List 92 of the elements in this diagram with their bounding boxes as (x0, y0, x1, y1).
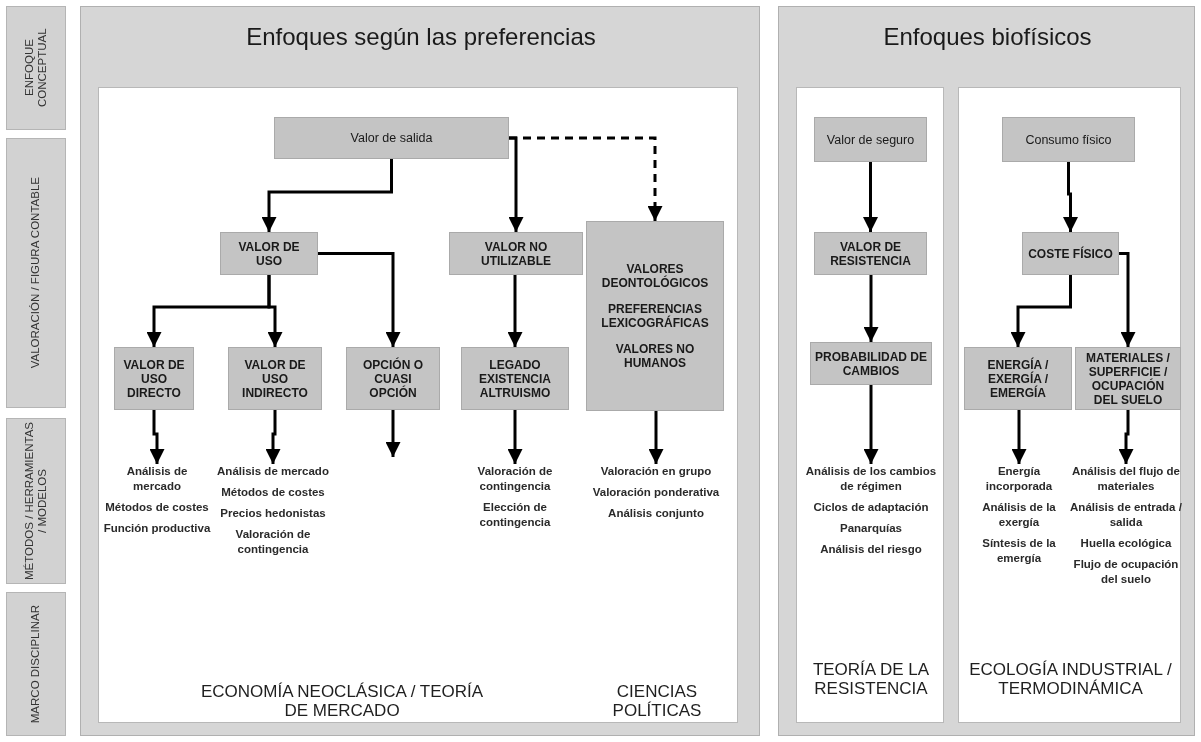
row-label-band (6, 138, 66, 408)
inner-panel (796, 87, 944, 723)
box-label: Consumo físico (1025, 132, 1112, 147)
process-box (220, 232, 318, 275)
process-box (228, 347, 322, 410)
process-box (449, 232, 583, 275)
arrow (507, 275, 523, 347)
method-text: Análisis del riesgo (820, 542, 922, 557)
row-label-band (6, 418, 66, 584)
process-box (814, 117, 927, 162)
box-label: VALOR NO UTILIZABLE (480, 239, 552, 268)
discipline-label: ECONOMÍA NEOCLÁSICA / TEORÍA DE MERCADO (199, 682, 485, 720)
method-text: Precios hedonistas (220, 506, 326, 521)
box-label: VALOR DE RESISTENCIA (829, 239, 912, 268)
box-label: VALORES DEONTOLÓGICOS (600, 262, 710, 290)
box-label: ENERGÍA / EXERGÍA / EMERGÍA (986, 357, 1050, 400)
arrow (508, 136, 524, 232)
band-label: MARCO DISCIPLINAR (29, 604, 43, 724)
arrow (265, 410, 281, 464)
discipline-label: CIENCIAS POLÍTICAS (611, 682, 703, 720)
box-label: PREFERENCIAS LEXICOGRÁFICAS (600, 302, 710, 330)
box-label: PROBABILIDAD DE CAMBIOS (814, 349, 928, 378)
method-text: Valoración de contingencia (476, 464, 554, 494)
band-label: VALORACIÓN / FIGURA CONTABLE (29, 177, 43, 369)
box-label: VALOR DE USO INDIRECTO (241, 357, 309, 400)
method-text: Huella ecológica (1080, 536, 1172, 551)
panel (778, 6, 1195, 736)
panel-heading: Enfoques según las preferencias (245, 23, 597, 51)
process-box (461, 347, 569, 410)
arrow (648, 411, 664, 464)
arrow (149, 410, 165, 464)
arrow (863, 162, 878, 232)
method-text: Panarquías (840, 521, 902, 536)
box-label: Valor de seguro (826, 132, 915, 147)
process-box (1022, 232, 1119, 275)
arrow (1119, 252, 1136, 347)
method-text: Valoración de contingencia (234, 527, 312, 557)
discipline-label: ECOLOGÍA INDUSTRIAL / TERMODINÁMICA (968, 660, 1173, 698)
arrow (1010, 275, 1072, 347)
method-text: Elección de contingencia (478, 500, 552, 530)
row-label-band (6, 6, 66, 130)
arrow (1063, 162, 1078, 232)
inner-panel (98, 87, 738, 723)
method-text: Energía incorporada (984, 464, 1054, 494)
process-box (114, 347, 194, 410)
arrow (261, 159, 393, 232)
method-text: Valoración en grupo (600, 464, 712, 479)
arrow (1011, 410, 1027, 464)
box-label: Valor de salida (350, 131, 433, 145)
method-text: Análisis conjunto (608, 506, 704, 521)
arrow (863, 275, 879, 342)
box-label: VALOR DE USO (237, 239, 301, 268)
box-label: VALORES NO HUMANOS (614, 342, 696, 370)
process-box (814, 232, 927, 275)
arrow (863, 385, 879, 464)
method-text: Flujo de ocupación del suelo (1072, 557, 1180, 587)
band-label: MÉTODOS / HERRAMIENTAS / MODELOS (22, 421, 49, 583)
arrow (1118, 410, 1134, 464)
process-box (274, 117, 509, 159)
process-box (1075, 347, 1181, 410)
box-label: MATERIALES / SUPERFICIE / OCUPACIÓN DEL SUELO (1085, 350, 1171, 407)
method-text: Síntesis de la emergía (981, 536, 1057, 566)
inner-panel (958, 87, 1181, 723)
method-text: Análisis de entrada / salida (1069, 500, 1183, 530)
method-text: Función productiva (103, 521, 211, 536)
panel (80, 6, 760, 736)
method-text: Análisis de mercado (217, 464, 329, 479)
method-text: Métodos de costes (221, 485, 325, 500)
panel-heading: Enfoques biofísicos (882, 23, 1093, 51)
method-text: Análisis del flujo de materiales (1071, 464, 1181, 494)
box-label: VALOR DE USO DIRECTO (122, 357, 186, 400)
method-text: Ciclos de adaptación (813, 500, 929, 515)
row-label-band (6, 592, 66, 736)
box-label: LEGADO EXISTENCIA ALTRUISMO (478, 357, 552, 400)
method-text: Análisis de mercado (125, 464, 189, 494)
process-box (964, 347, 1072, 410)
method-text: Métodos de costes (105, 500, 209, 515)
method-text: Valoración ponderativa (592, 485, 720, 500)
process-box (1002, 117, 1135, 162)
process-box (346, 347, 440, 410)
discipline-label: TEORÍA DE LA RESISTENCIA (811, 660, 931, 698)
process-box (810, 342, 932, 385)
arrow (385, 410, 401, 457)
arrow (507, 410, 523, 464)
box-label: COSTE FÍSICO (1028, 246, 1113, 261)
arrow (509, 136, 663, 221)
arrow (267, 275, 283, 347)
box-label: OPCIÓN O CUASI OPCIÓN (362, 357, 424, 400)
arrow (318, 252, 401, 347)
method-text: Análisis de los cambios de régimen (804, 464, 938, 494)
process-box (586, 221, 724, 411)
band-label: ENFOQUE CONCEPTUAL (22, 27, 49, 110)
